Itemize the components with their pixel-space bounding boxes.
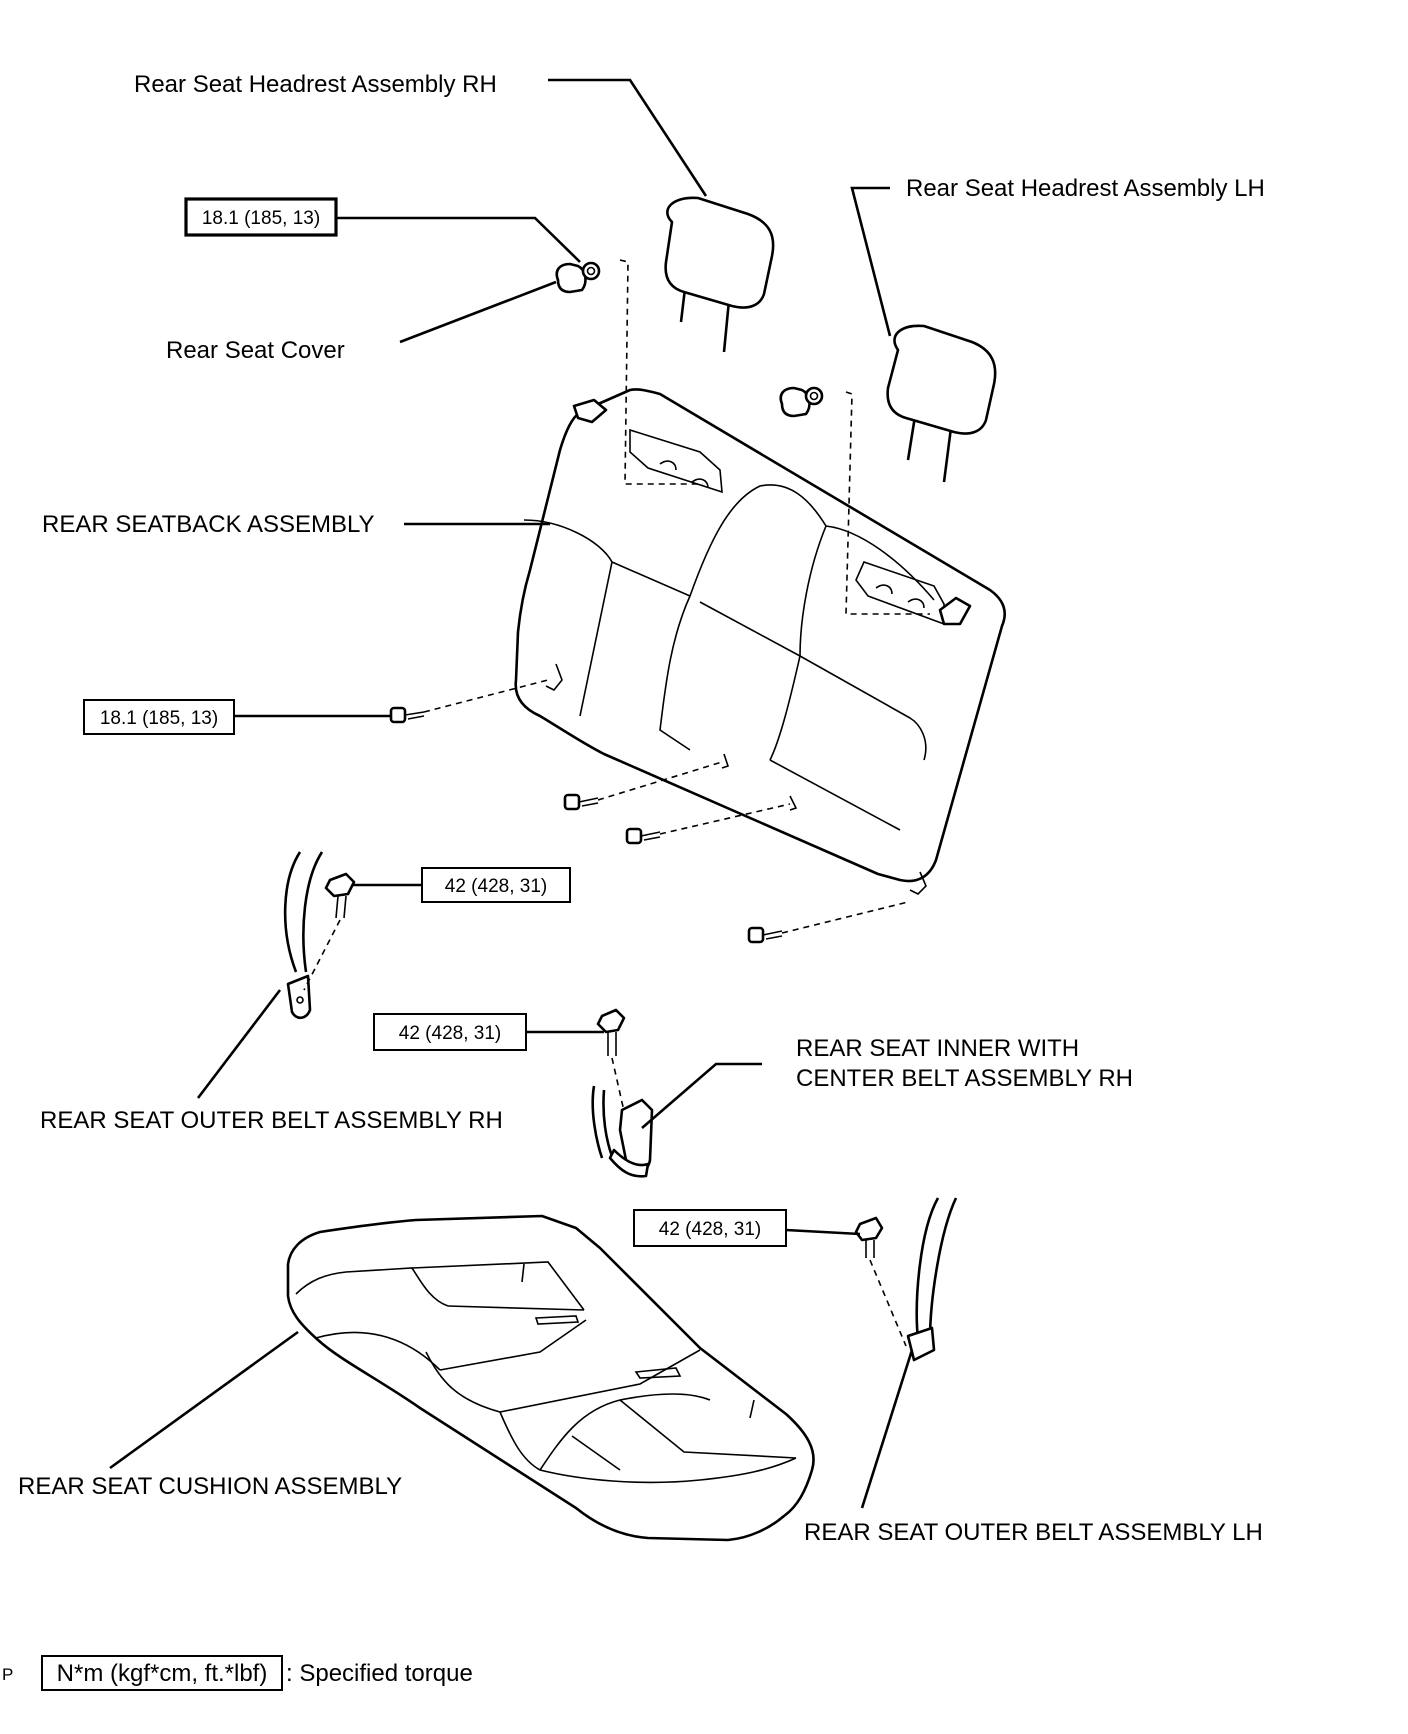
outer-belt-rh — [283, 851, 356, 1020]
seatback-assembly — [514, 388, 1006, 895]
legend-unit: N*m (kgf*cm, ft.*lbf) — [57, 1660, 268, 1687]
label-seat-cover: Rear Seat Cover — [166, 337, 345, 364]
label-inner-belt-line2: CENTER BELT ASSEMBLY RH — [796, 1065, 1133, 1092]
inner-belt-rh — [591, 1008, 654, 1178]
legend-unit-box — [41, 1655, 283, 1691]
torque-box-outer-lh — [633, 1209, 787, 1247]
label-outer-belt-rh: REAR SEAT OUTER BELT ASSEMBLY RH — [40, 1107, 503, 1134]
label-cushion: REAR SEAT CUSHION ASSEMBLY — [18, 1473, 402, 1500]
torque-box-outer-rh — [421, 867, 571, 903]
seat-cover-rh-icon — [555, 261, 601, 294]
headrest-lh — [886, 324, 997, 483]
torque-box-seatback — [83, 699, 235, 735]
torque-outer-belt-rh: 42 (428, 31) — [445, 876, 547, 897]
bolt-seatback-1-icon — [389, 706, 425, 724]
bolt-seatback-2-icon — [563, 793, 599, 811]
label-seatback: REAR SEATBACK ASSEMBLY — [42, 511, 375, 538]
legend: P N*m (kgf*cm, ft.*lbf) : Specified torq… — [2, 1655, 473, 1691]
torque-box-inner — [373, 1013, 527, 1051]
outer-belt-lh — [854, 1197, 958, 1362]
label-inner-belt-line1: REAR SEAT INNER WITH — [796, 1035, 1079, 1062]
seat-cushion-assembly — [286, 1214, 815, 1542]
torque-inner-belt: 42 (428, 31) — [399, 1023, 501, 1044]
label-headrest-lh: Rear Seat Headrest Assembly LH — [906, 175, 1265, 202]
legend-prefix: P — [2, 1665, 13, 1684]
bolt-seatback-3-icon — [625, 827, 661, 845]
torque-outer-belt-lh: 42 (428, 31) — [659, 1219, 761, 1240]
torque-box-headrest — [184, 197, 338, 237]
label-outer-belt-lh: REAR SEAT OUTER BELT ASSEMBLY LH — [804, 1519, 1263, 1546]
seat-cover-lh-icon — [779, 386, 824, 418]
label-headrest-rh: Rear Seat Headrest Assembly RH — [134, 71, 497, 98]
legend-suffix: : Specified torque — [286, 1660, 473, 1687]
torque-seatback: 18.1 (185, 13) — [100, 708, 218, 729]
headrest-rh — [664, 196, 775, 353]
bolt-seatback-4-icon — [747, 926, 783, 944]
torque-headrest: 18.1 (185, 13) — [202, 208, 320, 229]
